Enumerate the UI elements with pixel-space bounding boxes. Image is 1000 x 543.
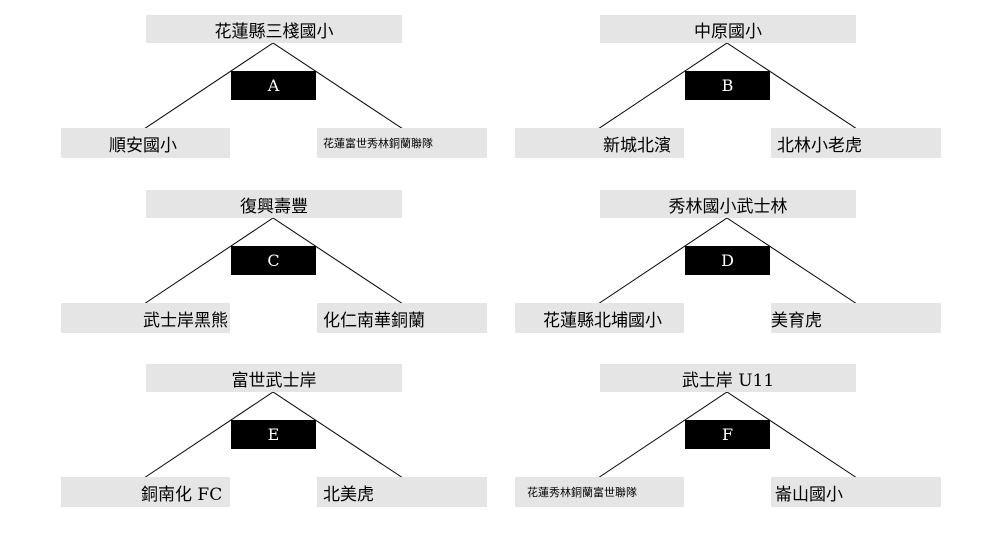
group-e-right-team: 北美虎 [317,477,487,507]
group-e-left-team: 銅南化 FC [61,477,230,507]
group-e-top-team: 富世武士岸 [146,364,402,392]
group-b-left-team: 新城北濱 [515,128,684,158]
group-c-right-team: 化仁南華銅蘭 [317,303,487,333]
group-c-right-team-label: 化仁南華銅蘭 [323,310,425,331]
group-d-left-team-label: 花蓮縣北埔國小 [543,310,662,331]
group-f: 武士岸 U11 F 花蓮秀林銅蘭富世聯隊 崙山國小 [515,364,941,510]
group-b-left-team-label: 新城北濱 [603,135,671,156]
group-b-right-team: 北林小老虎 [771,128,941,158]
group-c-triangle [143,217,404,305]
group-a-badge: A [231,71,316,100]
group-e-triangle [143,391,404,479]
group-a-triangle [143,42,404,130]
group-e: 富世武士岸 E 銅南化 FC 北美虎 [61,364,487,510]
group-f-right-team: 崙山國小 [771,477,941,507]
group-d-top-team: 秀林國小武士林 [600,190,856,218]
group-c-badge: C [231,246,316,275]
group-d-right-team: 美育虎 [771,303,941,333]
group-a-top-team: 花蓮縣三棧國小 [146,15,402,43]
group-e-left-team-label: 銅南化 FC [141,484,223,505]
group-a: 花蓮縣三棧國小 A 順安國小 花蓮富世秀林銅蘭聯隊 [61,15,487,161]
group-a-left-team: 順安國小 [61,128,230,158]
group-f-badge: F [685,420,770,449]
group-f-left-team-label: 花蓮秀林銅蘭富世聯隊 [527,486,637,499]
group-f-triangle [597,391,858,479]
group-d-top-team-label: 秀林國小武士林 [668,196,788,217]
group-e-top-team-label: 富世武士岸 [231,370,317,391]
group-d-triangle [597,217,858,305]
group-b-right-team-label: 北林小老虎 [777,135,862,156]
group-d-right-team-label: 美育虎 [771,310,822,331]
group-e-badge: E [231,420,316,449]
group-c-top-team-label: 復興壽豐 [240,196,308,217]
group-f-top-team-label: 武士岸 U11 [681,370,775,391]
group-c-left-team: 武士岸黑熊 [61,303,230,333]
group-a-right-team: 花蓮富世秀林銅蘭聯隊 [317,128,487,158]
group-c: 復興壽豐 C 武士岸黑熊 化仁南華銅蘭 [61,190,487,336]
group-f-left-team: 花蓮秀林銅蘭富世聯隊 [515,477,684,507]
group-a-right-team-label: 花蓮富世秀林銅蘭聯隊 [323,137,433,150]
group-c-left-team-label: 武士岸黑熊 [143,310,228,331]
group-a-left-team-label: 順安國小 [109,135,177,156]
group-b-top-team-label: 中原國小 [694,21,762,42]
group-b-triangle [597,42,858,130]
group-d-left-team: 花蓮縣北埔國小 [515,303,684,333]
group-f-right-team-label: 崙山國小 [775,484,843,505]
group-d-badge: D [685,246,770,275]
group-e-right-team-label: 北美虎 [323,484,374,505]
group-b-badge: B [685,71,770,100]
group-d: 秀林國小武士林 D 花蓮縣北埔國小 美育虎 [515,190,941,336]
group-b-top-team: 中原國小 [600,15,856,43]
group-a-top-team-label: 花蓮縣三棧國小 [214,21,334,42]
group-b: 中原國小 B 新城北濱 北林小老虎 [515,15,941,161]
group-f-top-team: 武士岸 U11 [600,364,856,392]
group-c-top-team: 復興壽豐 [146,190,402,218]
